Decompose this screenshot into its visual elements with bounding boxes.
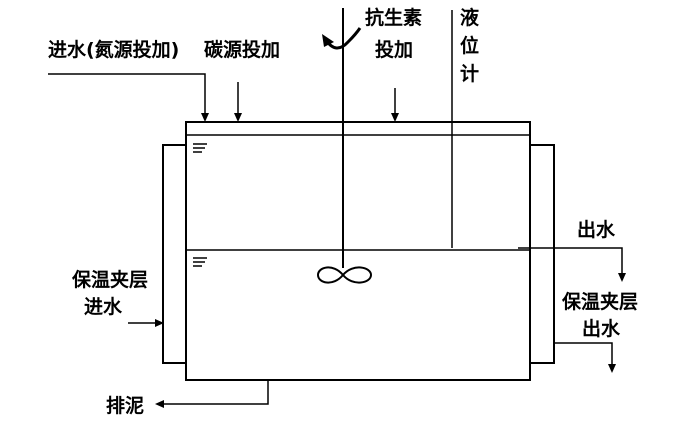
water-level-symbol-mid xyxy=(193,257,207,267)
jacket-outlet-arrowhead xyxy=(608,364,616,373)
jacket-outlet-pipe xyxy=(554,342,613,368)
label-level-gauge-2: 位 xyxy=(460,34,479,57)
label-level-gauge-1: 液 xyxy=(460,6,480,29)
inflow-arrowhead xyxy=(201,113,209,122)
antibiotic-arrowhead xyxy=(391,113,399,122)
label-jacket-in-1: 保温夹层 xyxy=(71,268,148,291)
label-carbon: 碳源投加 xyxy=(204,38,280,61)
label-inflow: 进水(氮源投加) xyxy=(48,38,179,61)
label-antibiotic-1: 抗生素 xyxy=(365,6,422,29)
jacket-inlet-arrowhead xyxy=(155,319,164,327)
label-jacket-in-2: 进水 xyxy=(84,296,123,318)
label-level-gauge-3: 计 xyxy=(460,63,479,85)
reactor-tank xyxy=(185,121,531,381)
impeller-icon xyxy=(316,266,373,284)
label-outflow: 出水 xyxy=(577,218,616,241)
label-jacket-out-2: 出水 xyxy=(582,317,621,340)
left-jacket xyxy=(162,144,187,364)
carbon-arrowhead xyxy=(234,113,242,122)
label-jacket-out-1: 保温夹层 xyxy=(561,290,638,313)
outflow-arrowhead xyxy=(618,273,626,282)
sludge-pipe xyxy=(160,380,269,405)
right-jacket xyxy=(529,144,555,364)
label-antibiotic-2: 投加 xyxy=(375,38,413,61)
sludge-arrowhead xyxy=(155,400,164,408)
water-level-symbol-top xyxy=(193,143,207,153)
rotation-arrowhead xyxy=(322,34,334,47)
rotation-arrow-icon xyxy=(324,27,362,50)
inflow-pipe xyxy=(48,73,206,118)
label-sludge: 排泥 xyxy=(106,394,144,417)
outflow-pipe xyxy=(518,247,623,278)
